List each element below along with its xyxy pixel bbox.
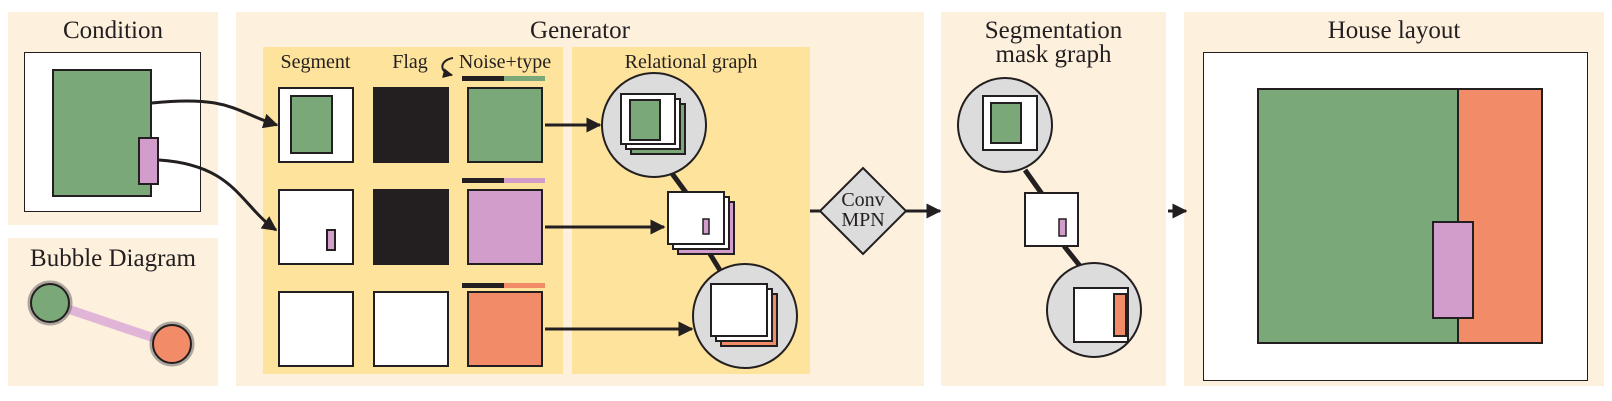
generator-title: Generator xyxy=(530,17,630,44)
condition-arrow-green xyxy=(151,99,279,129)
condition-green-room xyxy=(52,69,152,197)
segmentation-title-line1: Segmentation xyxy=(984,17,1123,44)
flag-box-1 xyxy=(373,87,449,163)
noise-type-box-3 xyxy=(467,291,543,367)
house-layout-title: House layout xyxy=(1327,17,1461,44)
noise-bar-3 xyxy=(462,283,504,288)
conv-mpn-diamond xyxy=(818,166,908,256)
type-bar-1 xyxy=(504,76,545,81)
bubble-diagram-title: Bubble Diagram xyxy=(30,245,196,272)
seg-edge-1 xyxy=(1022,168,1045,196)
segment-green-room xyxy=(290,95,333,154)
mpn-label: MPN xyxy=(841,209,885,231)
noise-bar-2 xyxy=(462,178,504,183)
noise-bar-1 xyxy=(462,76,504,81)
noise-type-box-1 xyxy=(467,87,543,163)
condition-pink-room xyxy=(138,137,159,185)
segment-box-2 xyxy=(278,189,354,265)
noise-loop-arrow xyxy=(441,57,454,78)
segmentation-title-line2: mask graph xyxy=(995,41,1112,68)
noise-type-box-2 xyxy=(467,189,543,265)
noise-type-column-label: Noise+type xyxy=(458,51,552,73)
seg-node-2 xyxy=(1024,192,1079,247)
conv-label: Conv xyxy=(841,189,885,211)
type-bar-2 xyxy=(504,178,545,183)
bubble-orange-room xyxy=(152,324,192,364)
bubble-green-room xyxy=(30,283,70,323)
condition-title: Condition xyxy=(62,17,163,44)
type-bar-3 xyxy=(504,283,545,288)
flag-box-2 xyxy=(373,189,449,265)
condition-arrow-pink xyxy=(158,158,278,232)
segment-column-label: Segment xyxy=(280,51,351,73)
house-green-room xyxy=(1257,88,1459,344)
segment-pink-room xyxy=(326,229,336,251)
flag-column-label: Flag xyxy=(392,51,428,73)
flag-box-3 xyxy=(373,291,449,367)
house-pink-room xyxy=(1432,221,1474,319)
seg-edge-2 xyxy=(1062,244,1082,268)
relational-graph-label: Relational graph xyxy=(624,51,758,73)
segment-box-3 xyxy=(278,291,354,367)
